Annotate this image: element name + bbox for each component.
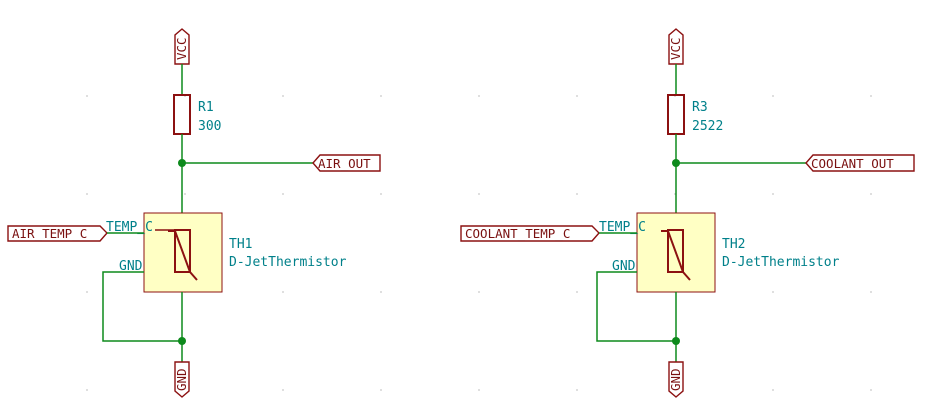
resistor-r1[interactable]: R1 300 bbox=[173, 94, 221, 135]
thermistor-ref: TH2 bbox=[722, 237, 745, 252]
grid-dot bbox=[576, 193, 578, 195]
gnd-label: GND bbox=[174, 368, 189, 391]
pin-temp-label: TEMP_C bbox=[106, 220, 153, 235]
circuit-air: VCC R1 300 AIR_OUT TEMP_C GND TH1 D-JetT… bbox=[7, 28, 381, 398]
grid-dot bbox=[870, 193, 872, 195]
thermistor-value: D-JetThermistor bbox=[229, 255, 347, 270]
resistor-value: 300 bbox=[198, 119, 221, 134]
grid-dot bbox=[772, 193, 774, 195]
output-label-coolant-out[interactable]: COOLANT_OUT bbox=[805, 154, 915, 172]
grid-dot bbox=[282, 95, 284, 97]
grid-dot bbox=[86, 95, 88, 97]
vcc-power-flag[interactable]: VCC bbox=[174, 28, 190, 65]
output-label-text: COOLANT_OUT bbox=[811, 156, 894, 171]
resistor-r3[interactable]: R3 2522 bbox=[667, 94, 723, 135]
grid-dot bbox=[86, 389, 88, 391]
pin-gnd-label: GND bbox=[119, 259, 143, 274]
pin-temp-label: TEMP_C bbox=[599, 220, 646, 235]
input-label-text: AIR_TEMP_C bbox=[12, 226, 87, 241]
grid-dot bbox=[478, 389, 480, 391]
grid-dot bbox=[772, 291, 774, 293]
junction-dot bbox=[178, 337, 186, 345]
pin-gnd-label: GND bbox=[612, 259, 636, 274]
grid-dot bbox=[282, 389, 284, 391]
grid-dot bbox=[576, 291, 578, 293]
grid-dot bbox=[478, 95, 480, 97]
resistor-value: 2522 bbox=[692, 119, 723, 134]
grid-dot bbox=[282, 193, 284, 195]
grid-dot bbox=[380, 389, 382, 391]
grid-dot bbox=[576, 389, 578, 391]
input-label-coolant-temp[interactable]: COOLANT_TEMP_C bbox=[460, 225, 600, 242]
grid-dot bbox=[478, 291, 480, 293]
grid-dot bbox=[870, 95, 872, 97]
gnd-power-flag[interactable]: GND bbox=[174, 361, 190, 398]
input-label-text: COOLANT_TEMP_C bbox=[465, 226, 570, 241]
grid-dot bbox=[478, 193, 480, 195]
output-label-air-out[interactable]: AIR_OUT bbox=[312, 154, 381, 172]
grid-dot bbox=[184, 193, 186, 195]
thermistor-ref: TH1 bbox=[229, 237, 252, 252]
gnd-power-flag[interactable]: GND bbox=[668, 361, 684, 398]
thermistor-th1[interactable]: TEMP_C GND TH1 D-JetThermistor bbox=[106, 212, 347, 293]
thermistor-value: D-JetThermistor bbox=[722, 255, 840, 270]
grid-dot bbox=[772, 95, 774, 97]
grid-dot bbox=[772, 389, 774, 391]
grid-dot bbox=[870, 291, 872, 293]
gnd-label: GND bbox=[668, 368, 683, 391]
grid-dot bbox=[282, 291, 284, 293]
circuit-coolant: VCC R3 2522 COOLANT_OUT TEMP_C GND TH2 D… bbox=[460, 28, 915, 398]
junction-dot bbox=[672, 337, 680, 345]
vcc-power-flag[interactable]: VCC bbox=[668, 28, 684, 65]
grid-dot bbox=[380, 193, 382, 195]
grid-dot bbox=[86, 291, 88, 293]
grid-dot bbox=[380, 291, 382, 293]
grid-dot bbox=[380, 95, 382, 97]
resistor-ref: R1 bbox=[198, 100, 214, 115]
input-label-air-temp[interactable]: AIR_TEMP_C bbox=[7, 225, 108, 242]
grid-dot bbox=[870, 389, 872, 391]
vcc-label: VCC bbox=[668, 37, 683, 60]
vcc-label: VCC bbox=[174, 37, 189, 60]
grid-dot bbox=[86, 193, 88, 195]
output-label-text: AIR_OUT bbox=[318, 156, 371, 171]
grid-dot bbox=[576, 95, 578, 97]
thermistor-th2[interactable]: TEMP_C GND TH2 D-JetThermistor bbox=[599, 212, 840, 293]
resistor-ref: R3 bbox=[692, 100, 708, 115]
